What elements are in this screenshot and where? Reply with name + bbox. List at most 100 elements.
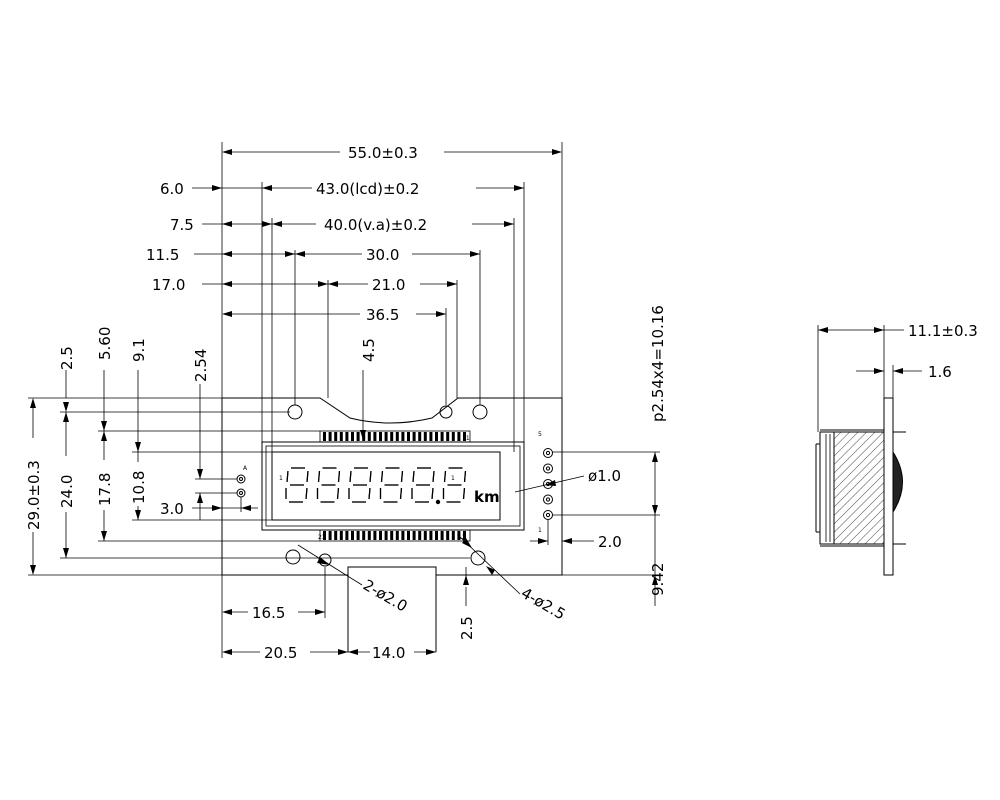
top-pin <box>351 432 354 441</box>
right-pin <box>543 463 553 474</box>
top-pin <box>395 432 399 441</box>
right-pin <box>543 494 553 505</box>
dim-va-left: 7.5 <box>170 216 194 234</box>
digit <box>411 467 435 503</box>
left-dimensions: 29.0±0.3 24.0 2.5 17.8 5.60 10.8 9.1 2.5… <box>25 327 470 576</box>
dim-pin-dia: ø1.0 <box>588 467 621 485</box>
top-pin <box>412 432 416 441</box>
top-pin <box>390 432 394 441</box>
lcd-marker: 1 <box>279 475 283 482</box>
dim-lcd-left: 6.0 <box>160 180 184 198</box>
top-connector <box>319 430 471 443</box>
top-pin <box>435 432 438 441</box>
bottom-pin <box>328 531 332 540</box>
pin-label-bottom-right: 12 <box>458 534 466 541</box>
hole-top-mid <box>439 405 453 419</box>
dim-va-width: 40.0(v.a)±0.2 <box>324 216 427 234</box>
dim-pin-pitch-total: p2.54x4=10.16 <box>649 305 667 422</box>
top-pin <box>440 432 444 441</box>
bottom-dimensions: 16.5 20.5 14.0 2.5 2-ø2.0 4-ø2.5 <box>221 534 569 662</box>
bottom-pin <box>407 531 410 540</box>
bottom-pin <box>345 531 349 540</box>
bottom-pin <box>423 531 427 540</box>
bottom-pin <box>463 531 466 540</box>
top-pin <box>457 432 461 441</box>
digit <box>379 467 404 503</box>
viewing-area <box>271 451 501 521</box>
dim-digit-offset: 4.5 <box>360 338 378 362</box>
dim-height-lcd: 17.8 <box>96 473 114 506</box>
bottom-pin <box>334 531 338 540</box>
dim-pin-a-left: 3.0 <box>160 500 184 518</box>
decimal-point <box>435 499 441 505</box>
bottom-pin <box>429 531 433 540</box>
left-pin-2 <box>236 488 246 498</box>
dim-pin-right: 2.0 <box>598 533 622 551</box>
dim-cutout: 21.0 <box>372 276 405 294</box>
digit-marker: 1 <box>451 475 455 482</box>
right-pin <box>543 510 553 520</box>
bottom-connector <box>319 529 471 542</box>
dim-cutout-left: 17.0 <box>152 276 185 294</box>
bottom-pin <box>446 531 450 540</box>
top-pin <box>356 432 360 441</box>
hole-bottom-left-a <box>285 549 301 565</box>
front-view: km 1 11 23 12 5 1 A 1 1 <box>221 397 563 652</box>
hole-top-right <box>472 404 488 420</box>
digit <box>348 467 372 503</box>
dim-pin-a-top: 2.5 <box>58 346 76 370</box>
right-pin <box>543 448 553 458</box>
top-pin <box>339 432 343 441</box>
top-pin <box>407 432 410 441</box>
top-pin <box>451 432 455 441</box>
dim-bottom-offset: 9.42 <box>649 563 667 596</box>
pin-label-bottom-left: 23 <box>318 534 326 541</box>
pin-label-left-top: A <box>243 465 248 472</box>
bottom-pin <box>412 531 416 540</box>
dim-va-top: 9.1 <box>130 338 148 362</box>
top-pin <box>429 432 433 441</box>
bottom-pin <box>401 531 405 540</box>
side-component <box>892 450 903 514</box>
dim-side-pcb: 1.6 <box>928 363 952 381</box>
bottom-pin <box>395 531 399 540</box>
lcd-glass <box>261 441 525 531</box>
dim-small-hole-x: 16.5 <box>252 604 285 622</box>
pin-label-right-top: 5 <box>538 431 542 438</box>
dim-tab-width: 14.0 <box>372 644 405 662</box>
digit <box>285 467 309 503</box>
bottom-pin <box>418 531 422 540</box>
pin-label-top-right: 11 <box>462 435 470 442</box>
dim-overall-width: 55.0±0.3 <box>348 144 418 162</box>
bottom-pin <box>384 531 388 540</box>
top-pin <box>367 432 371 441</box>
dim-hole-left: 11.5 <box>146 246 179 264</box>
dim-tab-x: 20.5 <box>264 644 297 662</box>
bottom-pin <box>362 531 366 540</box>
dim-pin-pitch: 2.54 <box>192 349 210 382</box>
digit <box>442 467 467 503</box>
dim-height-va: 10.8 <box>130 471 148 504</box>
top-pin <box>328 432 332 441</box>
dim-hole-span: 30.0 <box>366 246 399 264</box>
dim-height-24: 24.0 <box>58 475 76 508</box>
bottom-pin <box>356 531 360 540</box>
side-pcb <box>883 397 894 576</box>
top-pin <box>418 432 422 441</box>
bottom-pin <box>379 531 382 540</box>
left-pin-1 <box>236 474 246 484</box>
right-dimensions: p2.54x4=10.16 9.42 ø1.0 2.0 <box>514 305 667 606</box>
top-pin-row <box>323 432 466 441</box>
bottom-pin <box>323 531 326 540</box>
pcb-outline <box>221 397 563 576</box>
bottom-pin <box>339 531 343 540</box>
hole-top-left <box>287 404 303 420</box>
side-body <box>833 431 885 545</box>
bottom-pin <box>373 531 377 540</box>
dim-big-holes: 4-ø2.5 <box>518 584 569 624</box>
dim-small-holes: 2-ø2.0 <box>360 576 411 616</box>
hole-bottom-right <box>470 550 486 566</box>
dim-hole-right: 36.5 <box>366 306 399 324</box>
dim-lcd-width: 43.0(lcd)±0.2 <box>316 180 419 198</box>
